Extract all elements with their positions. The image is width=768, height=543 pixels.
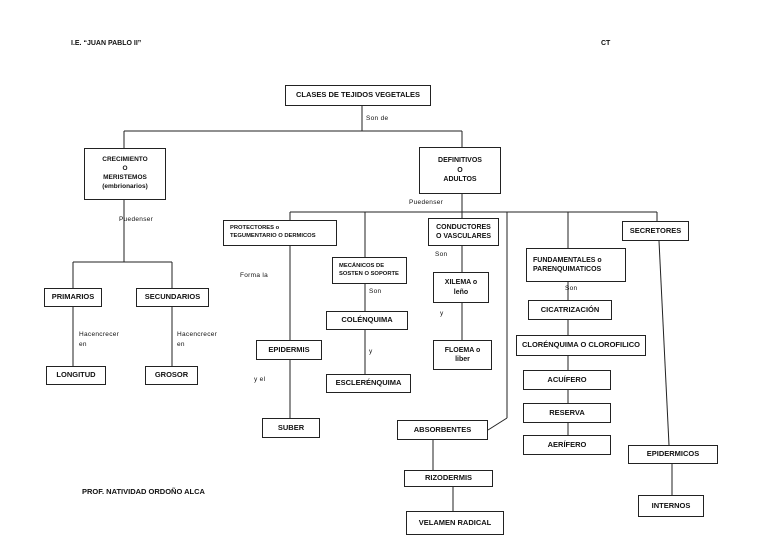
son-conductores-label: Son [435,251,448,258]
aerifero-node: AERÍFERO [523,435,611,455]
subject-label: CT [601,40,611,47]
rizodermis-node: RIZODERMIS [404,470,493,487]
clorenquima-node: CLORÉNQUIMA O CLOROFILICO [516,335,646,356]
son-de-label: Son de [366,115,389,122]
fundamentales-node: FUNDAMENTALES o PARENQUIMATICOS [526,248,626,282]
conductores-node: CONDUCTORES O VASCULARES [428,218,499,246]
root-node: CLASES DE TEJIDOS VEGETALES [285,85,431,106]
forma-la-label: Forma la [240,272,269,279]
velamen-node: VELAMEN RADICAL [406,511,504,535]
hace-crecer-label-2: Hacencrecer en [177,331,218,348]
longitud-node: LONGITUD [46,366,106,385]
xilema-node: XILEMA o leño [433,272,489,303]
y-xilema-label: y [440,310,444,317]
son-fundamentales-label: Son [565,285,578,292]
teacher-name: PROF. NATIVIDAD ORDOÑO ALCA [82,487,205,496]
reserva-node: RESERVA [523,403,611,423]
esclerenquima-node: ESCLERÉNQUIMA [326,374,411,393]
crecimiento-node: CRECIMIENTO O MERISTEMOS (embrionarios) [84,148,166,200]
y-mecanicos-label: y [369,348,373,355]
protectores-node: PROTECTORES o TEGUMENTARIO O DERMICOS [223,220,337,246]
internos-node: INTERNOS [638,495,704,517]
school-name: I.E. “JUAN PABLO II” [71,40,142,47]
absorbentes-node: ABSORBENTES [397,420,488,440]
acuifero-node: ACUÍFERO [523,370,611,390]
hace-crecer-label-1: Hacencrecer en [79,331,120,348]
pueden-ser-label-2: Puedenser [409,199,444,206]
y-el-label: y el [254,376,266,383]
cicatrizacion-node: CICATRIZACIÓN [528,300,612,320]
secretores-node: SECRETORES [622,221,689,241]
grosor-node: GROSOR [145,366,198,385]
son-mecanicos-label: Son [369,288,382,295]
definitivos-node: DEFINITIVOS O ADULTOS [419,147,501,194]
epidermis-node: EPIDERMIS [256,340,322,360]
secundarios-node: SECUNDARIOS [136,288,209,307]
primarios-node: PRIMARIOS [44,288,102,307]
pueden-ser-label-1: Puedenser [119,216,154,223]
colenquima-node: COLÉNQUIMA [326,311,408,330]
floema-node: FLOEMA o liber [433,340,492,370]
suber-node: SUBER [262,418,320,438]
epidermicos-node: EPIDERMICOS [628,445,718,464]
mecanicos-node: MECÁNICOS DE SOSTEN O SOPORTE [332,257,407,284]
